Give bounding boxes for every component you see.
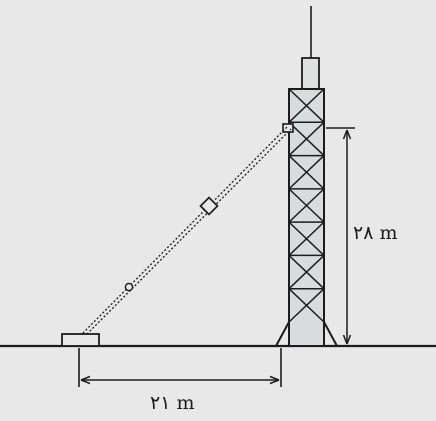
tower-brace — [288, 288, 325, 323]
cable-turnbuckle — [199, 196, 219, 216]
tower-brace — [288, 155, 325, 190]
lattice-tower — [275, 88, 338, 347]
guy-cable — [79, 126, 292, 338]
tower-brace — [288, 121, 325, 157]
height-label: ٢٨ m — [353, 222, 397, 244]
antenna-housing — [301, 57, 320, 90]
cable-anchor-top — [282, 123, 294, 133]
base-label: ٢١ m — [150, 392, 194, 414]
tower-brace — [288, 188, 325, 223]
cable-ring — [124, 282, 134, 292]
height-dimension — [326, 127, 355, 345]
ground-anchor-block — [61, 333, 100, 347]
tower-brace — [288, 254, 325, 290]
base-dimension — [78, 348, 282, 387]
tower-brace — [288, 221, 325, 256]
tower-brace — [288, 88, 325, 123]
